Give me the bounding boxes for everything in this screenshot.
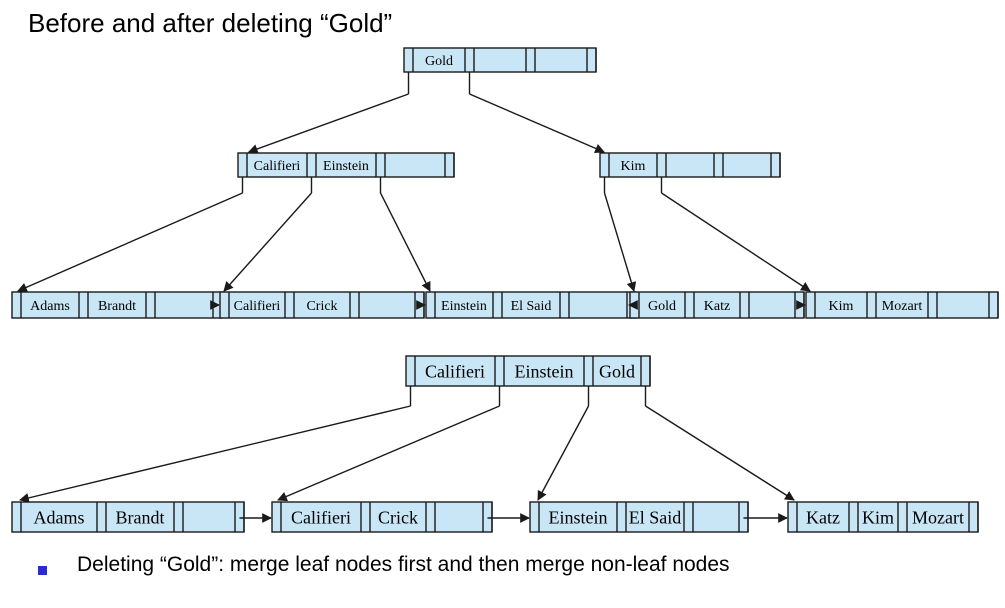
bullet-icon — [38, 566, 47, 575]
page-title: Before and after deleting “Gold” — [28, 8, 393, 38]
node-key: Califieri — [291, 507, 351, 527]
after-root-node: Califieri Einstein Gold — [405, 355, 651, 387]
caption-text: Deleting “Gold”: merge leaf nodes first … — [77, 553, 730, 576]
before-internal-node-1: Califieri Einstein — [237, 152, 455, 178]
tree-edge — [469, 93, 605, 154]
node-key: Crick — [378, 507, 418, 527]
after-leaf-node-2: Califieri Crick — [271, 501, 493, 533]
node-key: Kim — [862, 507, 894, 527]
node-key: Adams — [34, 507, 85, 527]
after-leaf-node-4: Katz Kim Mozart — [787, 501, 979, 533]
tree-edge — [17, 192, 243, 292]
before-leaf-node-2: Califieri Crick — [219, 291, 425, 319]
tree-edge — [277, 405, 500, 502]
after-leaf-node-1: Adams Brandt — [11, 501, 245, 533]
after-leaf-node-3: Einstein El Said — [529, 501, 749, 533]
tree-edge — [223, 192, 313, 292]
node-key: Katz — [704, 299, 730, 314]
node-key: Gold — [599, 361, 635, 381]
node-key: Mozart — [912, 507, 964, 527]
node-key: Einstein — [441, 299, 487, 314]
before-leaf-node-4: Gold Katz — [629, 291, 805, 319]
node-key: Califieri — [254, 159, 301, 174]
node-key: Gold — [648, 299, 676, 314]
node-key: Crick — [306, 299, 337, 314]
node-key: Einstein — [323, 159, 369, 174]
node-key: Katz — [806, 507, 840, 527]
tree-edge — [19, 405, 411, 503]
node-key: Mozart — [882, 299, 923, 314]
before-root-node: Gold — [403, 47, 597, 73]
node-key: Kim — [829, 299, 854, 314]
node-key: Kim — [621, 159, 646, 174]
tree-edge — [379, 192, 431, 292]
tree-edge — [537, 405, 590, 501]
node-key: Califieri — [234, 299, 281, 314]
tree-edge — [661, 192, 811, 292]
node-key: El Said — [511, 299, 552, 314]
node-key: El Said — [629, 507, 682, 527]
node-key: Califieri — [425, 361, 485, 381]
node-key: Brandt — [98, 299, 136, 314]
node-key: Brandt — [116, 507, 165, 527]
node-key: Einstein — [515, 361, 574, 381]
node-key: Gold — [425, 54, 453, 69]
node-key: Adams — [30, 299, 70, 314]
before-leaf-node-5: Kim Mozart — [805, 291, 999, 319]
tree-edge — [603, 192, 637, 292]
before-leaf-node-3: Einstein El Said — [425, 291, 637, 319]
tree-edge — [645, 405, 795, 501]
tree-edge — [247, 93, 409, 154]
node-key: Einstein — [549, 507, 608, 527]
before-internal-node-2: Kim — [599, 152, 781, 178]
before-leaf-node-1: Adams Brandt — [11, 291, 223, 319]
